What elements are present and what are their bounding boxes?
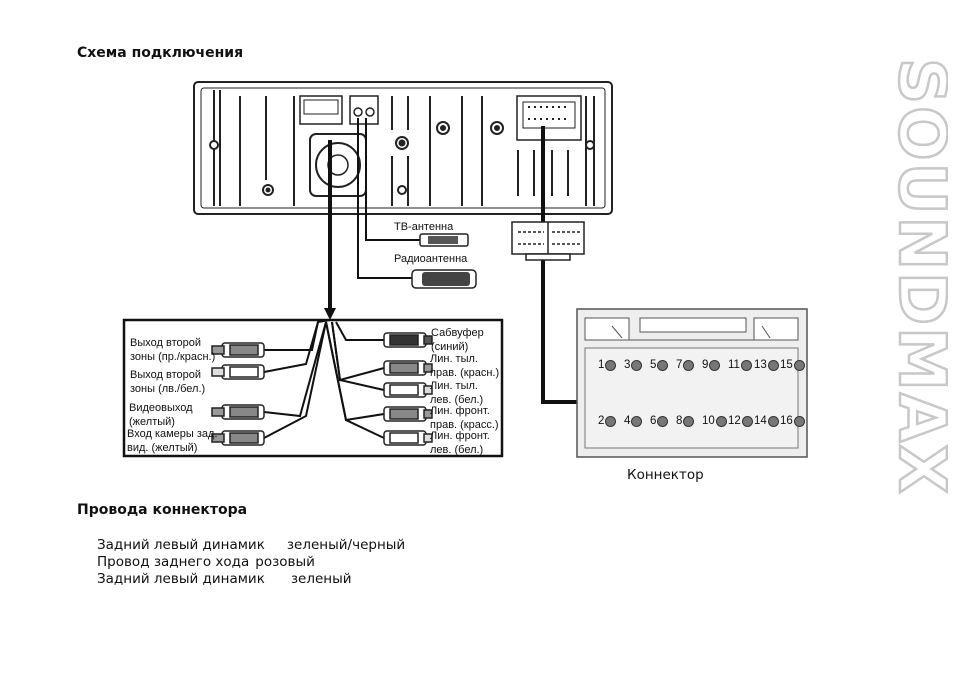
output-label-rear-camera: Вход камеры зад.вид. (желтый) <box>127 428 218 454</box>
connector-pin: 9 <box>702 359 721 371</box>
connector-pin-number: 2 <box>598 415 605 427</box>
connector-pin: 12 <box>728 415 753 427</box>
rca-plugs-right <box>383 332 433 446</box>
connector-pin-dot-icon <box>631 359 643 371</box>
output-label-rear-right: Лин. тыл.прав. (красн.) <box>430 353 500 379</box>
connector-pin-number: 7 <box>676 359 683 371</box>
connector-pin-number: 11 <box>728 359 740 371</box>
connector-pin-number: 9 <box>702 359 709 371</box>
connector-pin-number: 12 <box>728 415 741 427</box>
section-heading-wires: Провода коннектора <box>77 502 248 518</box>
connector-pin: 13 <box>754 359 779 371</box>
connector-pin-dot-icon <box>715 415 727 427</box>
connector-pin-number: 5 <box>650 359 657 371</box>
connector-pin-dot-icon <box>605 359 617 371</box>
connector-pin-dot-icon <box>793 415 805 427</box>
connector-pin-number: 10 <box>702 415 715 427</box>
radio-antenna-label: Радиоантенна <box>394 253 468 265</box>
connector-pin: 2 <box>598 415 617 427</box>
connector-pin-number: 13 <box>754 359 767 371</box>
connector-pin: 15 <box>780 359 805 371</box>
connector-pin-number: 1 <box>598 359 605 371</box>
iso-adapter <box>511 221 585 261</box>
connector-pin-number: 15 <box>780 359 793 371</box>
connector-pin-dot-icon <box>657 415 669 427</box>
connector-pin: 8 <box>676 415 695 427</box>
output-label-front-left: Лин. фронт.лев. (бел.) <box>430 430 490 456</box>
connector-pin: 16 <box>780 415 805 427</box>
connector-pin: 11 <box>728 359 752 371</box>
connector-pin-number: 8 <box>676 415 683 427</box>
connector-pin-number: 14 <box>754 415 767 427</box>
connector-pin-dot-icon <box>709 359 721 371</box>
connector-pin: 5 <box>650 359 669 371</box>
head-unit <box>193 81 613 215</box>
connector-pin-number: 3 <box>624 359 631 371</box>
brand-text: SOUNDMAX <box>888 58 948 496</box>
output-label-front-right: Лин. фронт.прав. (красс.) <box>430 405 499 431</box>
output-label-video-out: Видеовыход(желтый) <box>129 402 193 428</box>
connector-pin-dot-icon <box>741 415 753 427</box>
connector-pin-dot-icon <box>631 415 643 427</box>
connector-pin: 3 <box>624 359 643 371</box>
wiring-diagram: ТВ-антенна Радиоантенна <box>122 81 808 458</box>
connector-pin-dot-icon <box>767 415 779 427</box>
connector-pin-dot-icon <box>657 359 669 371</box>
connector-pin-dot-icon <box>767 359 779 371</box>
rca-plugs-left <box>211 342 265 446</box>
connector-pin-dot-icon <box>793 359 805 371</box>
connector-pin-dot-icon <box>740 359 752 371</box>
connector-pin: 1 <box>598 359 617 371</box>
connector-pin-number: 4 <box>624 415 631 427</box>
connector-pin-dot-icon <box>605 415 617 427</box>
connector-pin-dot-icon <box>683 359 695 371</box>
connector-pin-number: 16 <box>780 415 793 427</box>
connector-pin: 7 <box>676 359 695 371</box>
section-heading-scheme: Схема подключения <box>77 45 244 61</box>
connector-pin-dot-icon <box>683 415 695 427</box>
connector-caption: Коннектор <box>627 467 704 483</box>
connector-pin: 10 <box>702 415 727 427</box>
output-label-subwoofer: Сабвуфер(синий) <box>431 327 484 353</box>
connector-panel <box>576 308 808 458</box>
output-label-rear-left: Лин. тыл.лев. (бел.) <box>430 380 484 406</box>
connector-pin: 6 <box>650 415 669 427</box>
brand-logo: SOUNDMAX <box>888 57 948 497</box>
connector-pin: 4 <box>624 415 643 427</box>
connector-pin: 14 <box>754 415 779 427</box>
connector-pin-number: 6 <box>650 415 657 427</box>
tv-antenna-label: ТВ-антенна <box>394 221 454 233</box>
